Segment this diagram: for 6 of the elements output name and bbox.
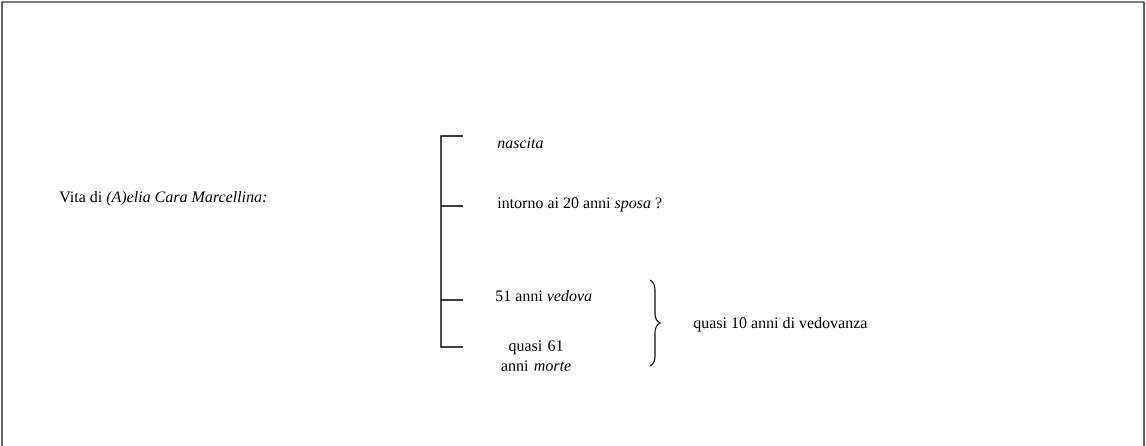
text-label: intorno ai 20 anni sposa ? — [497, 197, 662, 212]
text-label: quasi 61 anni morte — [501, 340, 571, 371]
text-label: Vita di (A)elia Cara Marcellina: — [59, 190, 267, 206]
text-label: quasi 10 anni di vedovanza — [693, 316, 868, 332]
text-label: nascita — [497, 137, 543, 149]
text-label: 51 anni vedova — [496, 289, 592, 302]
